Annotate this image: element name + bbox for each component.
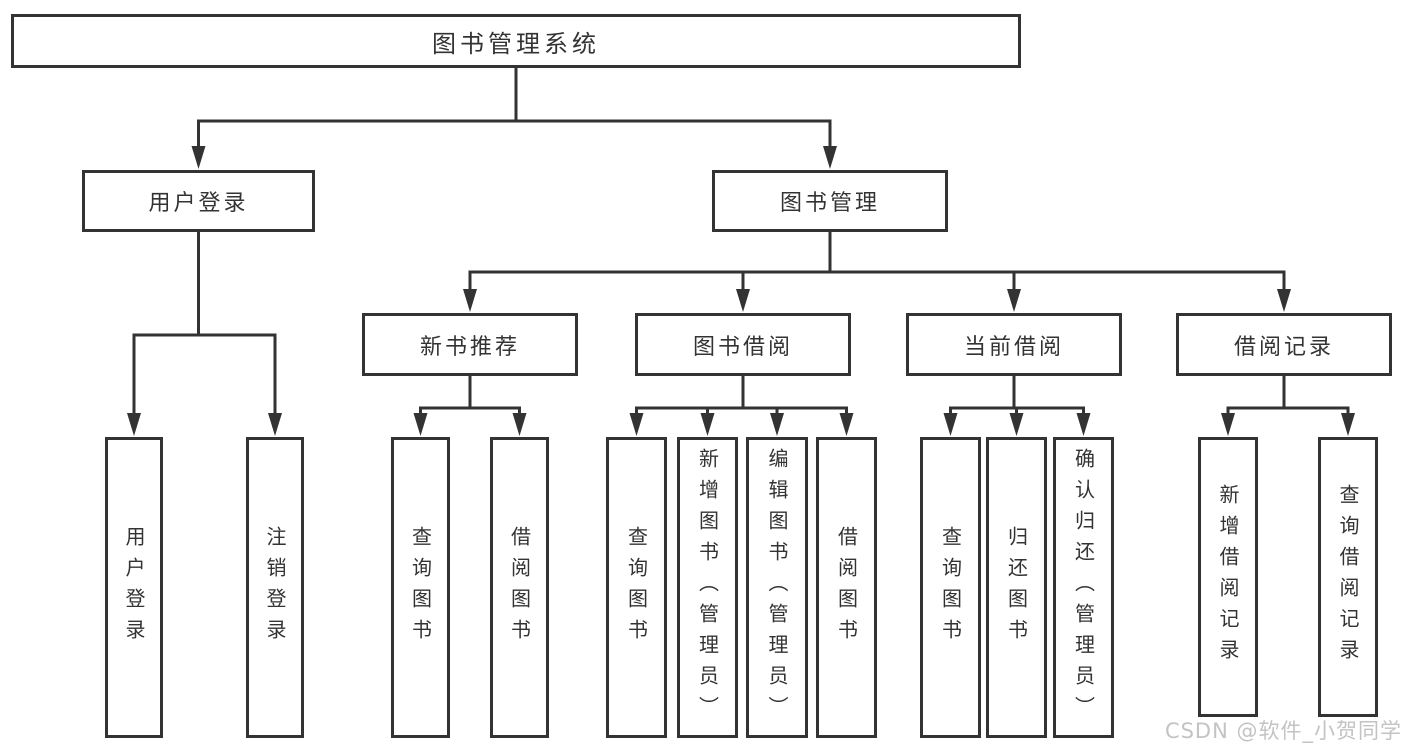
- diagram-node-label: 用户登录: [122, 525, 146, 650]
- diagram-node-label: 归还图书: [1004, 525, 1029, 650]
- diagram-node-book-borrow: 图书借阅: [635, 313, 851, 376]
- diagram-node-return-books: 归还图书: [986, 437, 1047, 738]
- diagram-node-borrow-records: 借阅记录: [1176, 313, 1392, 376]
- diagram-node-label: 当前借阅: [963, 334, 1064, 360]
- diagram-node-label: 图书管理: [779, 191, 880, 216]
- diagram-node-label: 新书推荐: [419, 334, 520, 360]
- diagram-node-label: 查询图书: [938, 525, 963, 650]
- diagram-node-label: 确认归还（管理员）: [1071, 448, 1096, 727]
- diagram-node-user-login: 用户登录: [105, 437, 163, 738]
- diagram-node-add-books: 新增图书（管理员）: [677, 437, 738, 738]
- diagram-node-current-borrow: 当前借阅: [906, 313, 1122, 376]
- diagram-node-borrow-books-1: 借阅图书: [490, 437, 549, 738]
- diagram-node-label: 借阅图书: [507, 525, 532, 650]
- diagram-node-label: 图书管理系统: [432, 29, 600, 58]
- diagram-node-label: 查询借阅记录: [1336, 484, 1360, 670]
- csdn-watermark: CSDN @软件_小贺同学: [1164, 719, 1402, 743]
- diagram-node-edit-books: 编辑图书（管理员）: [746, 437, 808, 738]
- diagram-node-label: 借阅记录: [1233, 334, 1334, 360]
- diagram-node-add-borrow-record: 新增借阅记录: [1198, 437, 1258, 717]
- diagram-node-confirm-return: 确认归还（管理员）: [1053, 437, 1114, 738]
- diagram-node-root: 图书管理系统: [11, 14, 1021, 68]
- diagram-node-query-books-3: 查询图书: [920, 437, 981, 738]
- diagram-node-new-book-rec: 新书推荐: [362, 313, 578, 376]
- diagram-node-label: 注销登录: [263, 525, 287, 650]
- diagram-node-label: 用户登录: [148, 191, 249, 216]
- diagram-node-label: 查询图书: [408, 525, 433, 650]
- diagram-node-book-mgmt: 图书管理: [712, 170, 948, 232]
- diagram-node-query-books-2: 查询图书: [606, 437, 667, 738]
- diagram-node-query-books-1: 查询图书: [391, 437, 450, 738]
- diagram-node-query-borrow-record: 查询借阅记录: [1318, 437, 1378, 717]
- diagram-node-user-login-group: 用户登录: [82, 170, 315, 232]
- diagram-node-borrow-books-2: 借阅图书: [816, 437, 877, 738]
- diagram-node-label: 新增借阅记录: [1216, 484, 1240, 670]
- diagram-node-label: 借阅图书: [834, 525, 859, 650]
- diagram-node-label: 查询图书: [624, 525, 649, 650]
- diagram-node-logout: 注销登录: [246, 437, 304, 738]
- diagram-node-label: 图书借阅: [692, 334, 793, 360]
- diagram-node-label: 编辑图书（管理员）: [765, 448, 789, 727]
- diagram-node-label: 新增图书（管理员）: [695, 448, 720, 727]
